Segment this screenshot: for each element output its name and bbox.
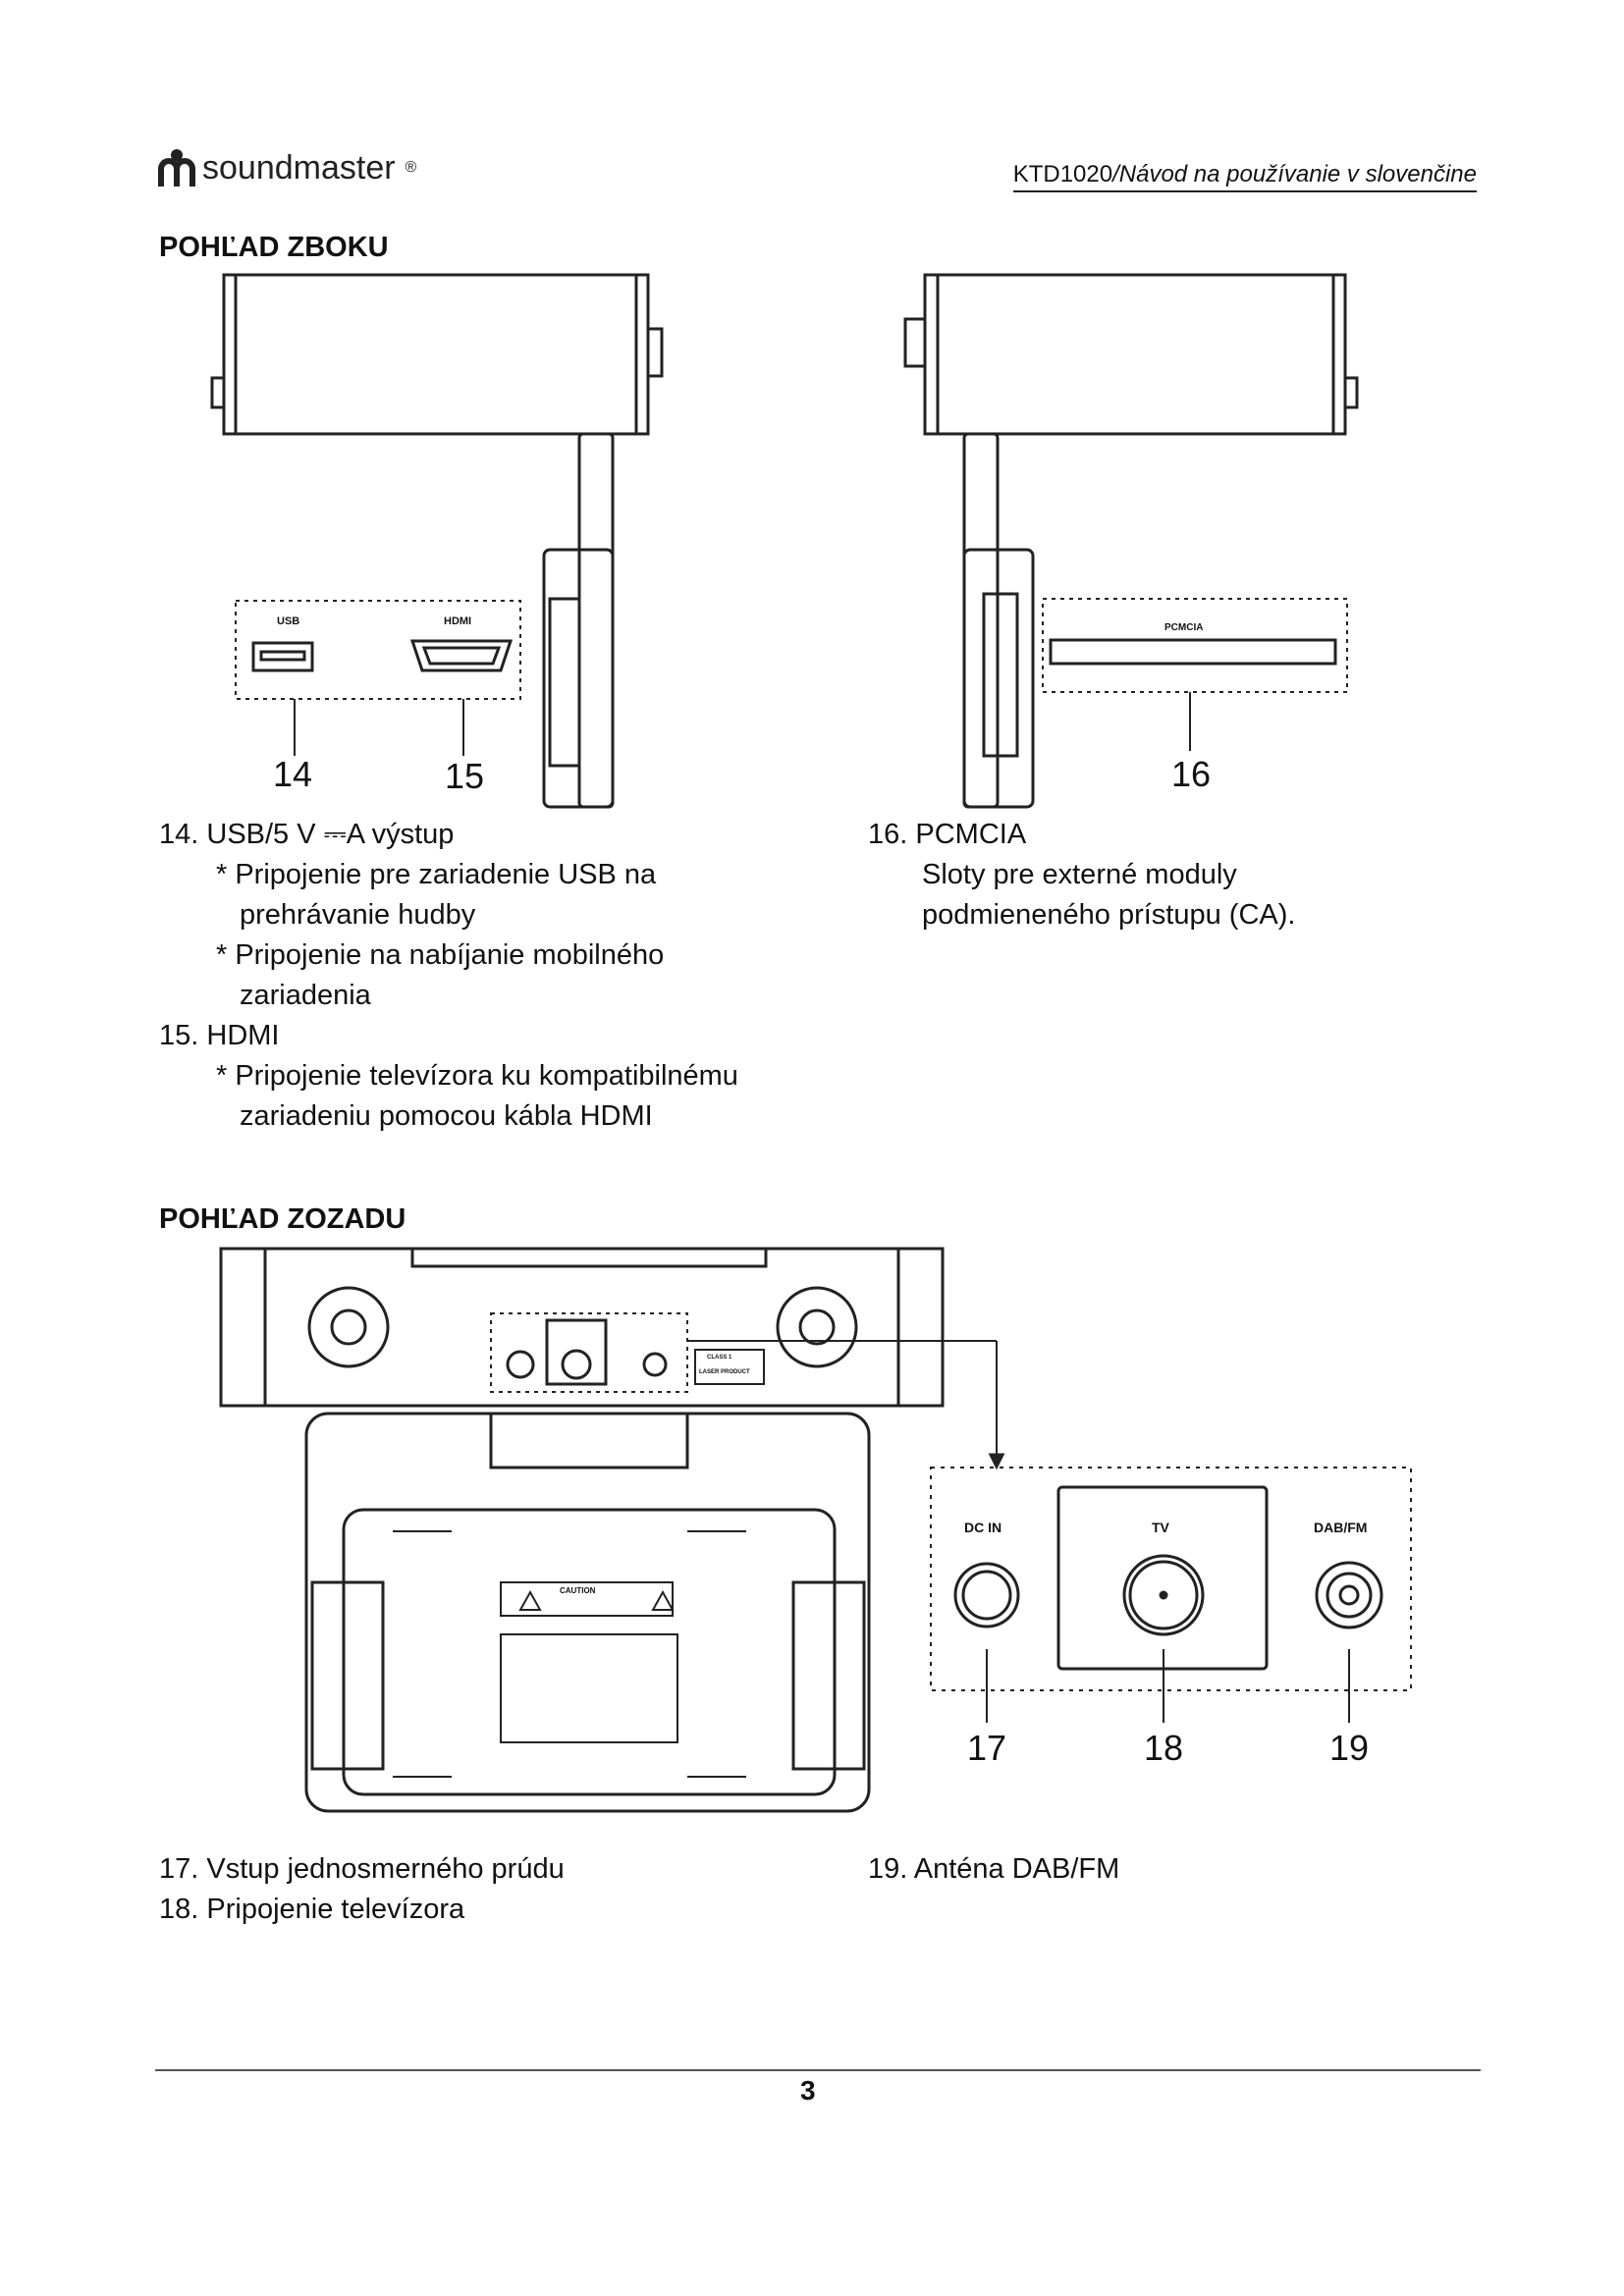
item-14-bullet-1-cont: prehrávanie hudby: [240, 899, 476, 931]
callout-15: 15: [445, 756, 485, 796]
callout-19: 19: [1329, 1728, 1370, 1768]
brand-name: soundmaster: [202, 148, 396, 187]
item-14-bullet-2-cont: zariadenia: [240, 980, 371, 1011]
model-number: KTD1020: [1012, 161, 1113, 187]
callout-14: 14: [273, 754, 313, 794]
item-15-title: 15. HDMI: [159, 1020, 280, 1051]
dab-fm-label: DAB/FM: [1314, 1520, 1368, 1535]
document-title: KTD1020/Návod na používanie v slovenčine: [1012, 161, 1477, 192]
soundmaster-logo-icon: [158, 149, 195, 187]
page-number: 3: [800, 2075, 816, 2106]
item-15-bullet-cont: zariadeniu pomocou kábla HDMI: [240, 1100, 653, 1132]
item-16-desc-cont: podmieneného prístupu (CA).: [922, 899, 1296, 931]
pcmcia-slot-label: PCMCIA: [1164, 622, 1204, 633]
item-14-bullet-2: * Pripojenie na nabíjanie mobilného: [216, 939, 665, 971]
side-view-list-right: 16. PCMCIA Sloty pre externé moduly podm…: [868, 815, 1295, 935]
laser-product-label: LASER PRODUCT: [699, 1369, 750, 1375]
item-17: 17. Vstup jednosmerného prúdu: [159, 1853, 565, 1885]
item-14-bullet-1: * Pripojenie pre zariadenie USB na: [216, 859, 657, 890]
item-18: 18. Pripojenie televízora: [159, 1894, 465, 1925]
manual-language-title: /Návod na používanie v slovenčine: [1112, 161, 1477, 187]
item-19: 19. Anténa DAB/FM: [868, 1853, 1120, 1885]
tv-label: TV: [1152, 1520, 1169, 1535]
rear-view-list-left: 17. Vstup jednosmerného prúdu 18. Pripoj…: [159, 1849, 565, 1930]
footer-divider: [155, 2069, 1481, 2071]
hdmi-port-label: HDMI: [444, 615, 472, 627]
dc-in-label: DC IN: [964, 1520, 1002, 1535]
callout-18: 18: [1144, 1728, 1184, 1768]
callout-16: 16: [1171, 754, 1212, 794]
item-16-desc: Sloty pre externé moduly: [922, 859, 1237, 890]
side-view-heading: POHĽAD ZBOKU: [159, 232, 389, 263]
class1-label: CLASS 1: [707, 1355, 732, 1361]
side-view-list-left: 14. USB/5 V ⎓A výstup * Pripojenie pre z…: [159, 815, 738, 1137]
usb-port-label: USB: [277, 615, 300, 627]
brand-logo: soundmaster ®: [157, 147, 416, 188]
item-14-title: 14. USB/5 V ⎓A výstup: [159, 819, 455, 850]
item-16-title: 16. PCMCIA: [868, 819, 1027, 850]
rear-view-list-right: 19. Anténa DAB/FM: [868, 1849, 1119, 1890]
item-15-bullet: * Pripojenie televízora ku kompatibilném…: [216, 1060, 738, 1092]
callout-17: 17: [967, 1728, 1007, 1768]
caution-label: CAUTION: [560, 1586, 596, 1595]
rear-view-heading: POHĽAD ZOZADU: [159, 1203, 406, 1235]
registered-mark: ®: [405, 159, 417, 176]
